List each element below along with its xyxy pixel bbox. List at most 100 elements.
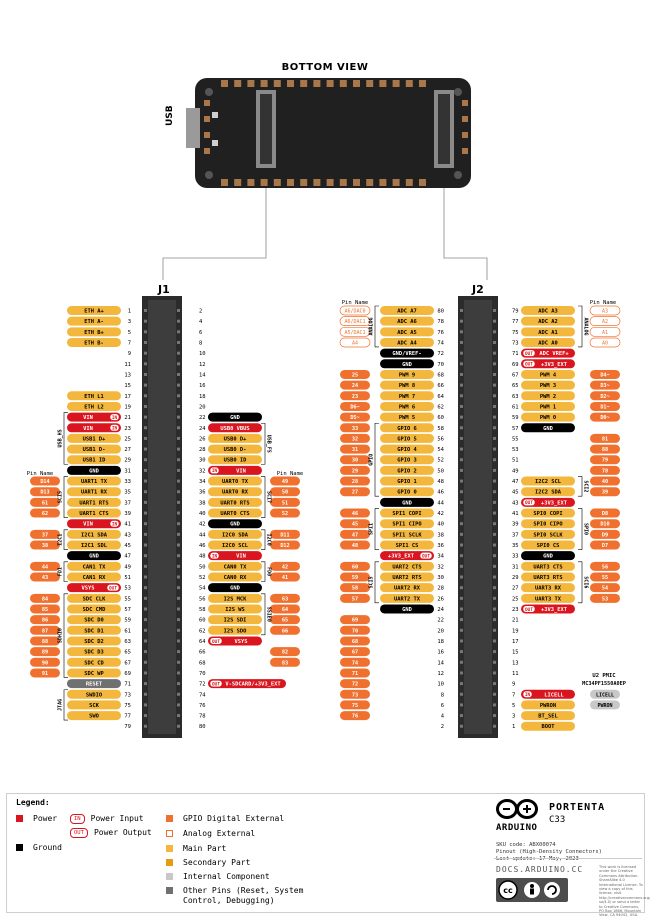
j2-right-pin-name: BOOT [542,724,556,730]
j2-left-pin-label [380,327,434,337]
j2-left-pin-alias-text: 68 [352,639,358,645]
j2-left-pin-number: 4 [441,714,445,720]
docs-link[interactable]: DOCS.ARDUINO.CC [496,865,584,874]
j1-pin-left [144,543,147,547]
j2-right-pin-number: 63 [512,394,519,400]
j1-left-pin-alias-text: 61 [42,500,48,506]
j2-right-badge-label: OUT [525,607,533,613]
j1-left-pin-alias [30,625,60,635]
j2-pin-right [493,607,496,611]
j1-left-pin-label [67,519,121,529]
j1-pin-right [177,340,180,344]
j2-pin-right [493,394,496,398]
j2-left-pin-alias [340,369,370,379]
j2-right-pin-number: 9 [512,682,515,688]
j1-pin-right [177,522,180,526]
j2-left-pin-number: 14 [437,660,444,666]
j1-left-pin-label [67,572,121,582]
j2-left-pin-label [380,465,434,475]
j2-right-pin-alias-text: A1 [602,330,608,336]
j2-pin-right [493,660,496,664]
j2-left-pin-number: 76 [437,330,444,336]
j1-pin-left [144,564,147,568]
j1-left-pin-number: 65 [124,650,131,656]
j2-right-pin-alias-text: 40 [602,479,608,485]
j2-left-pin-number: 74 [437,340,444,346]
j2-right-pin-alias [589,337,621,348]
j2-right-pin-alias-text: A3 [602,309,608,315]
j1-left-pin-label [67,327,121,337]
j2-left-pin-name: UART2 CTS [392,564,421,570]
j2-left-pin-alias [340,433,370,443]
j2-right-pin-number: 19 [512,628,519,634]
j1-pin-left [144,404,147,408]
j1-left-group-label: SDHI0 [58,628,64,643]
j1-left-pin-number: 15 [124,383,131,389]
j2-pin-left [460,479,463,483]
j1-pin-left [144,554,147,558]
j2-left-pin-alias [340,668,370,678]
j2-left-pin-number: 22 [437,618,444,624]
j2-left-pin-alias [339,326,371,337]
j2-right-pin-number: 25 [512,596,519,602]
j2-right-pin-alias [590,433,620,443]
j2-right-pin-alias [590,380,620,390]
j1-pin-right [177,468,180,472]
j1-right-pin-name: UART0 RX [222,490,249,496]
analog-swatch [166,830,173,837]
j2-left-pin-number: 56 [437,436,444,442]
j2-right-pin-alias-text: 56 [602,564,608,570]
j1-pin-left [144,596,147,600]
j1-left-pin-label [67,551,121,561]
j2-left-pin-alias-text: 30 [352,458,358,464]
j2-left-group-label: SPI1 [369,523,375,535]
j1-right-pin-number: 42 [199,522,206,528]
j2-pin-left [460,351,463,355]
j1-left-pin-number: 47 [124,554,131,560]
brand-name: PORTENTA [549,802,606,813]
j2-right-group-bracket [578,561,583,604]
j2-right-pin-name: BT_SEL [538,714,558,720]
j2-left-pin-alias-text: D5~ [350,415,359,421]
j2-right-pin-number: 55 [512,436,519,442]
j1-left-pin-name: CAN1 TX [83,564,106,570]
top-pad [221,80,228,87]
j2-body-inner [464,300,492,734]
j1-left-pin-name: I2C1 SDL [81,543,108,549]
j2-pin-left [460,671,463,675]
top-pad [273,80,281,87]
j1-left-pin-number: 9 [128,351,131,357]
j2-left-pin-alias [340,444,370,454]
j2-right-pin-name: UART3 TX [535,596,562,602]
j1-right-badge-label: IN [212,553,218,559]
j2-right-pin-name: SPI0 SCLK [533,532,563,538]
j1-left-pin-name: SCK [89,703,99,709]
j2-left-pin-alias-text: 58 [352,586,358,592]
j2-pin-right [493,458,496,462]
j2-right-pin-label [521,337,575,347]
mount-hole [454,171,462,179]
j2-pin-left [460,383,463,387]
j1-left-group-label: SCI5 [58,491,64,503]
j2-left-pin-alias-text: 28 [352,479,358,485]
j1-pin-left [144,383,147,387]
j2-connector-inner [438,94,450,164]
j2-right-pin-label [521,476,575,486]
j1-left-pin-name: RESET [86,682,103,688]
bottom-pad [313,179,321,186]
j2-right-pin-alias [590,401,620,411]
bottom-pad [392,179,400,186]
j2-right-pin-number: 27 [512,586,519,592]
j1-left-pin-label [67,700,121,710]
j2-left-pin-alias-text: A6/DAC1 [344,319,365,325]
j2-pin-left [460,607,463,611]
j2-pin-right [493,340,496,344]
j1-right-pin-label [208,444,262,454]
j1-left-pin-name: SWDIO [86,692,102,698]
j1-right-pin-number: 36 [199,490,206,496]
j1-left-group-label: I2C1 [58,534,64,546]
j1-pin-left [144,447,147,451]
j2-right-pin-number: 11 [512,671,519,677]
j2-pin-right [493,532,496,536]
